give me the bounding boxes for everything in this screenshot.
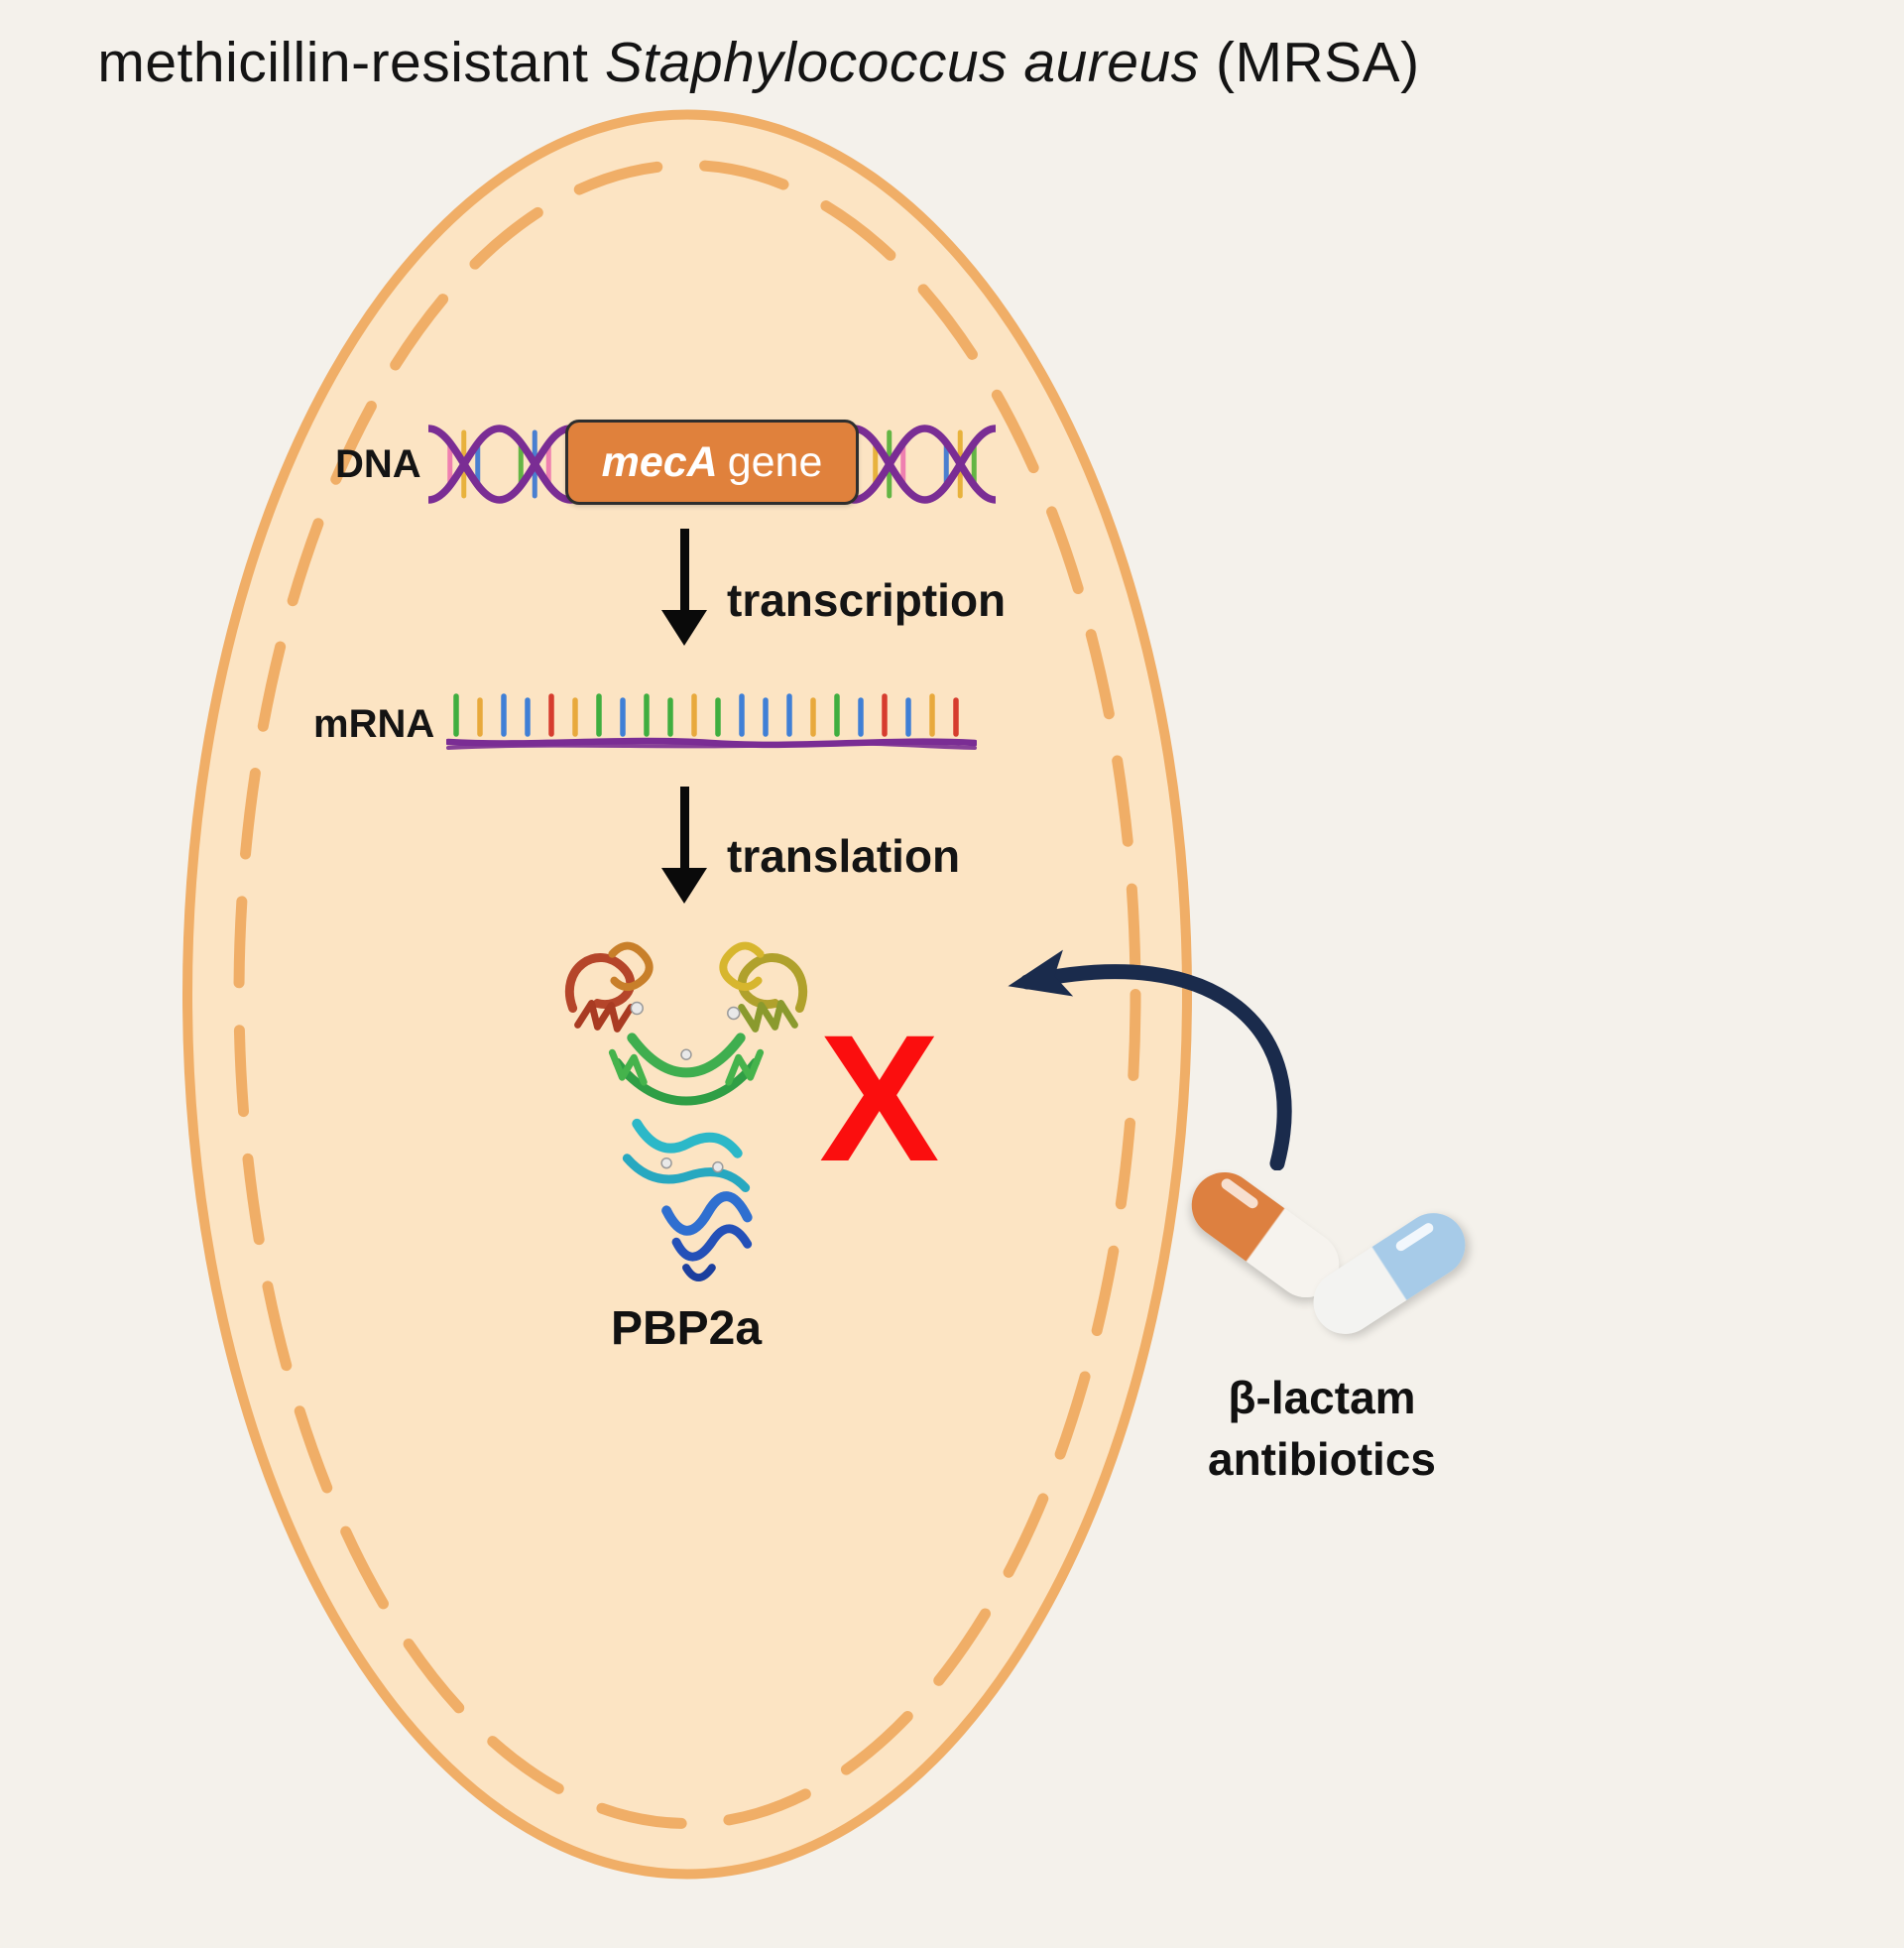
translation-arrow-icon: [680, 787, 689, 870]
antibiotics-label-line2: antibiotics: [1207, 1433, 1437, 1486]
inhibition-x-mark: X: [819, 997, 940, 1199]
cell-membrane-dashed: [233, 160, 1141, 1829]
meca-gene-word: gene: [727, 437, 823, 486]
pbp2a-protein-icon: [564, 941, 808, 1281]
title-prefix: methicillin-resistant: [97, 31, 605, 94]
title-species-name: Staphylococcus aureus: [604, 31, 1200, 94]
pbp2a-label: PBP2a: [610, 1302, 763, 1355]
translation-arrowhead-icon: [661, 868, 707, 904]
dna-label: DNA: [335, 442, 421, 486]
cell-wall: [182, 109, 1192, 1880]
meca-gene-box: mecA gene: [565, 420, 859, 505]
title-suffix: (MRSA): [1199, 31, 1420, 94]
inhibition-arrow-icon: [1008, 949, 1292, 1170]
diagram-title: methicillin-resistant Staphylococcus aur…: [0, 30, 1517, 95]
meca-gene-name: mecA: [601, 437, 718, 486]
translation-label: translation: [727, 830, 961, 882]
transcription-label: transcription: [727, 574, 1007, 626]
transcription-arrow-icon: [680, 529, 689, 612]
mrna-label: mRNA: [313, 702, 435, 746]
antibiotics-label: β-lactam antibiotics: [1148, 1367, 1495, 1490]
transcription-arrowhead-icon: [661, 610, 707, 646]
mrna-strand-icon: [446, 693, 977, 750]
antibiotics-label-line1: β-lactam: [1228, 1372, 1416, 1423]
bacterial-cell: [182, 109, 1192, 1880]
